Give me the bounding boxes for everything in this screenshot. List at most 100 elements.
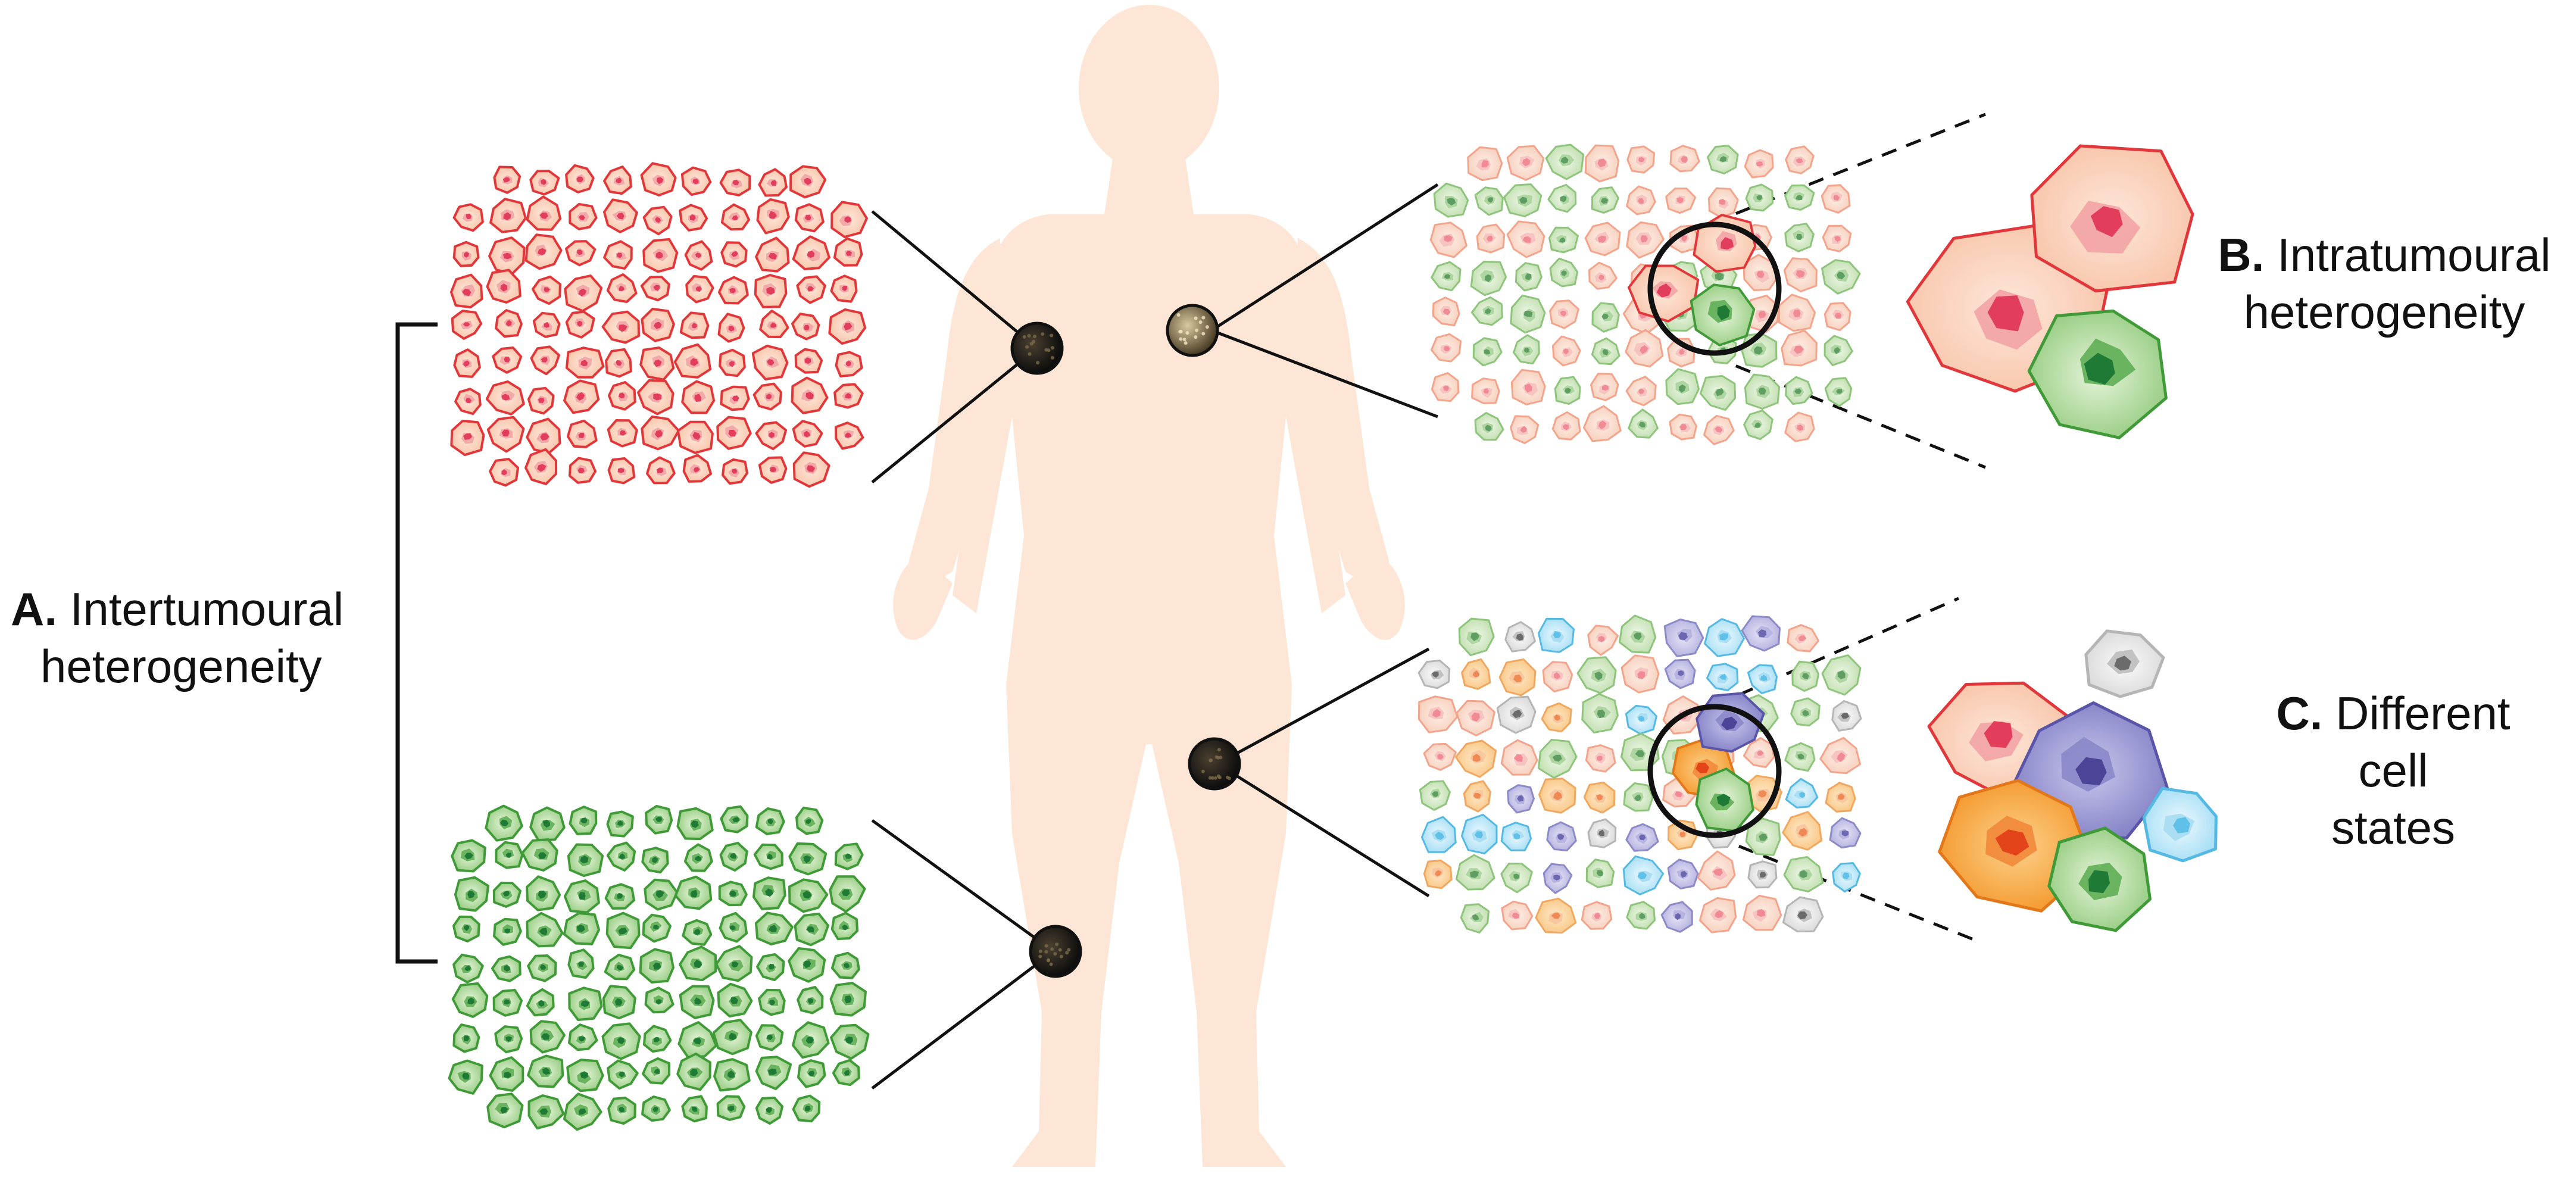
cluster-mixed-cell [1590,373,1619,401]
cluster-states-cell [1747,860,1778,889]
cluster-red-cell [719,348,746,377]
cluster-states-cell [1664,658,1696,689]
cluster-states-cell [1790,697,1821,727]
cluster-green-cell [566,1059,604,1092]
cluster-states-cell [1506,784,1535,814]
cluster-mixed-cell [1744,373,1781,410]
cluster-green-cell [452,1023,480,1053]
cluster-red-cell [789,165,827,199]
cluster-mixed-cell [1626,221,1665,259]
cluster-green-cell [527,1094,565,1130]
cluster-mixed-cell [1744,149,1774,179]
zoom-dashed-line [1713,597,1960,707]
cluster-green-cell [602,985,636,1020]
cluster-green-cell [797,1059,826,1088]
cluster-red-cell [607,419,638,448]
circle-b-green-cell [1690,283,1756,346]
cluster-red-cell [719,168,751,196]
cluster-red-cell [641,415,680,451]
cluster-mixed-cell [1784,184,1815,211]
cluster-green-cell [829,982,867,1017]
cluster-red-cell [646,456,676,485]
cluster-states-cell [1541,702,1572,733]
cluster-states-cell [1667,859,1699,889]
cluster-states-cell [1417,695,1459,733]
cluster-states-cell [1419,780,1451,811]
bracket-a [395,322,438,964]
cluster-green-cell [492,989,523,1017]
cluster-mixed-cell [1583,405,1622,442]
cluster-red-cell [640,162,677,196]
cluster-states-cell [1420,816,1457,853]
cluster-red-cell [679,204,708,232]
cluster-mixed-cell [1510,294,1546,334]
cluster-red-cell [833,383,864,409]
cluster-green-cell [527,1054,564,1088]
cluster-green-cell [829,875,866,913]
cluster-green-cell [606,810,634,838]
circle-b-red-cell [1628,264,1700,323]
cluster-mixed-cell [1824,335,1853,366]
cluster-mixed-cell [1784,411,1815,442]
cluster-states-cell [1741,615,1781,652]
cluster-red-cell [828,308,867,345]
zoom-circle-c [1647,704,1782,838]
cluster-green-cell [601,1022,641,1060]
cluster-green-cell [792,1094,821,1123]
cluster-states-cell [1783,856,1824,892]
cluster-red-cell [722,458,748,485]
cluster-red-cell [792,235,830,270]
cluster-red-cell [486,416,525,453]
cluster-green-cell [753,843,783,870]
cluster-mixed-cell [1470,296,1503,326]
cluster-states-cell [1743,737,1775,769]
label-c-line2: cell [2358,744,2428,797]
cluster-green-cell [788,947,826,983]
cluster-green-cell [569,806,598,835]
connector-line [1211,329,1438,419]
cluster-red-cell [756,198,790,235]
cluster-green-cell [567,948,595,979]
cluster-states-cell [1620,654,1660,694]
cluster-red-cell [565,240,597,267]
cluster-red-cell [565,310,595,339]
cluster-red-cell [564,274,603,313]
cluster-states-cell [1543,863,1573,894]
cluster-green-cell [495,841,524,869]
cluster-green-cell [755,1024,784,1051]
cluster-green-cell [641,847,669,874]
cluster-states-cell [1455,854,1495,891]
cluster-states-cell [1618,614,1657,654]
label-a-line2: heterogeneity [40,640,322,692]
connector-line [1216,762,1430,898]
cluster-mixed-cell [1665,188,1697,214]
cluster-red-cell [526,195,562,231]
cluster-green-cell [795,806,824,835]
cluster-red-cell [607,457,636,485]
cluster-mixed-cell [1429,221,1467,258]
cluster-red [449,162,868,488]
cluster-red-cell [830,274,858,303]
cluster-states-cell [1500,862,1533,894]
cluster-green-cell [485,804,523,842]
tumour-site-dot [1166,304,1219,357]
cluster-red-cell [751,344,789,380]
cluster-mixed-cell [1665,368,1700,405]
cluster-mixed-cell [1707,187,1739,218]
cluster-red-cell [791,313,820,341]
cluster-states-cell [1500,739,1538,776]
zoomed-cells [1628,144,2218,932]
cluster-red-cell [830,201,868,238]
cluster-red-cell [754,274,788,308]
cluster-mixed-cell [1431,372,1460,402]
cluster-states-cell [1535,897,1577,934]
cluster-states-cell [1496,695,1537,734]
cluster-green-cell [644,878,679,911]
cluster-mixed-cell [1625,376,1657,407]
cluster-green-cell [645,804,673,835]
tumour-site-dot [1010,321,1064,375]
cluster-mixed-cell [1745,183,1773,212]
cluster-green-cell [641,1095,671,1122]
cluster-mixed-cell [1584,144,1620,183]
